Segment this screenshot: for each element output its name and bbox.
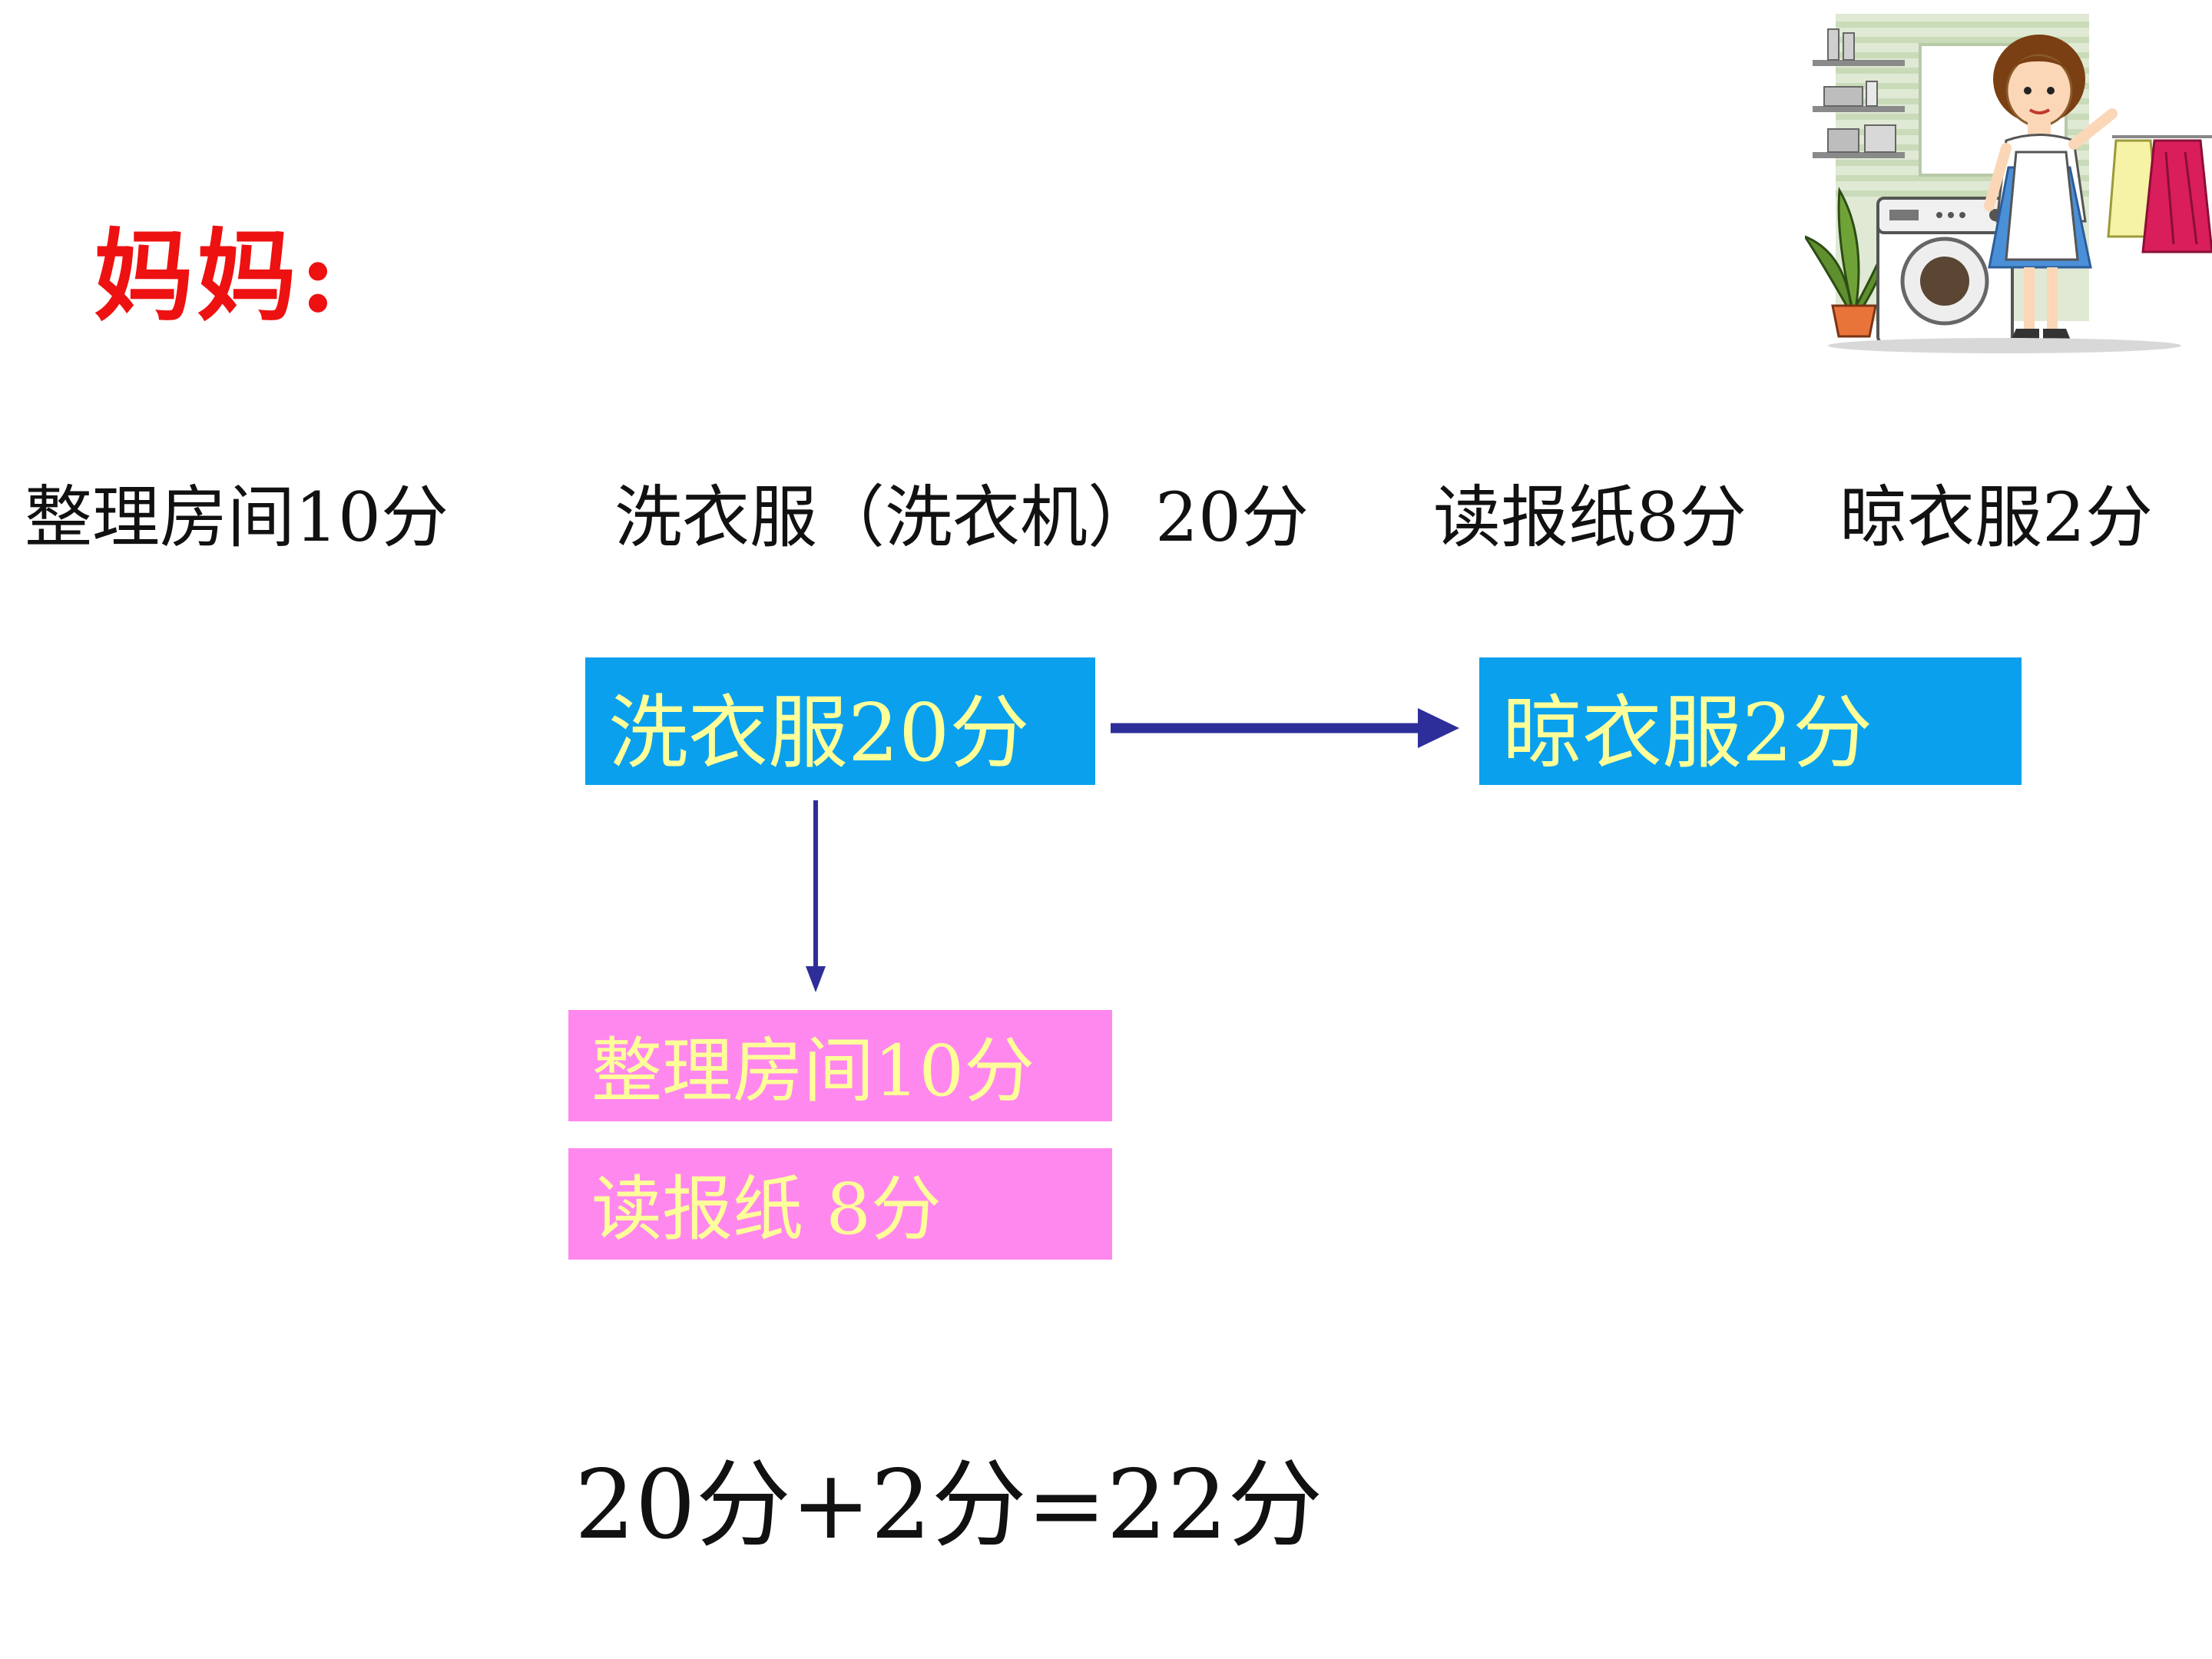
down-arrow xyxy=(806,800,826,992)
hang-clothes-box: 晾衣服2分 xyxy=(1479,657,2022,785)
task-hang-clothes: 晾衣服2分 xyxy=(1839,478,2153,557)
wash-clothes-box: 洗衣服20分 xyxy=(585,657,1095,785)
total-time-equation: 20分+2分=22分 xyxy=(575,1450,1323,1561)
task-read-newspaper: 读报纸8分 xyxy=(1433,478,1747,557)
right-arrow xyxy=(1111,708,1459,748)
mother-doing-laundry-illustration xyxy=(1805,14,2212,353)
tidy-room-box: 整理房间10分 xyxy=(568,1010,1112,1121)
task-tidy-room: 整理房间10分 xyxy=(25,478,449,557)
read-newspaper-box: 读报纸 8分 xyxy=(568,1148,1112,1260)
page-title: 妈妈: xyxy=(94,217,339,335)
task-wash-clothes: 洗衣服（洗衣机）20分 xyxy=(614,478,1309,557)
